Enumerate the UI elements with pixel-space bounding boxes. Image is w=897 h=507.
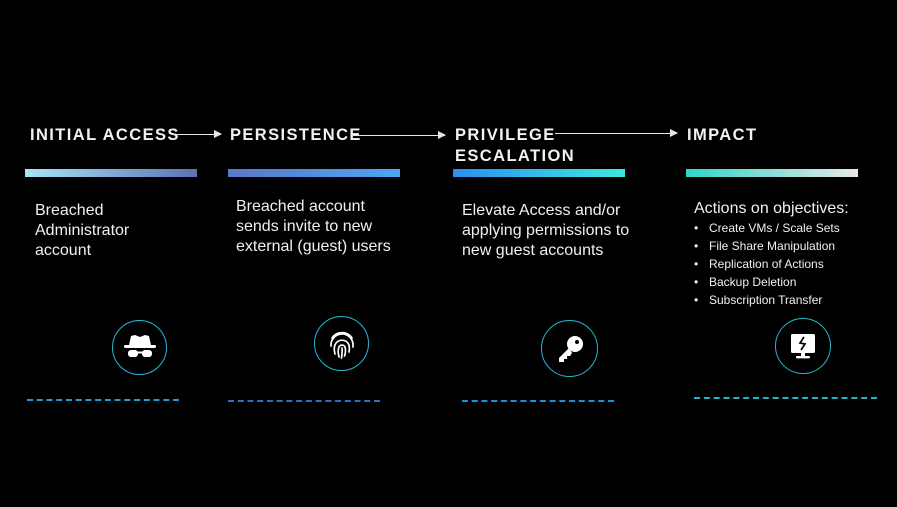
key-icon — [541, 320, 598, 377]
stage-description-persistence: Breached account sends invite to new ext… — [236, 198, 391, 255]
stage-title-line-1: PRIVILEGE — [455, 126, 556, 144]
impact-bullet-list: Create VMs / Scale Sets File Share Manip… — [694, 219, 840, 309]
dashed-divider — [694, 397, 877, 399]
list-item: Subscription Transfer — [694, 291, 840, 309]
stage-bar-impact — [686, 169, 858, 177]
stage-bar-persistence — [228, 169, 400, 177]
stage-title-privilege-escalation: PRIVILEGE ESCALATION — [455, 125, 575, 167]
monitor-broken-icon — [775, 318, 831, 374]
stage-description-impact: Actions on objectives: — [694, 200, 849, 217]
arrow-connector — [173, 130, 222, 138]
list-item: Backup Deletion — [694, 273, 840, 291]
arrow-connector — [353, 131, 446, 139]
arrow-connector — [555, 129, 678, 137]
stage-title-persistence: PERSISTENCE — [230, 126, 362, 144]
list-item: Replication of Actions — [694, 255, 840, 273]
stage-bar-initial-access — [25, 169, 197, 177]
dashed-divider — [462, 400, 614, 402]
dashed-divider — [228, 400, 380, 402]
list-item: Create VMs / Scale Sets — [694, 219, 840, 237]
stage-bar-privilege-escalation — [453, 169, 625, 177]
spy-hat-glasses-icon — [112, 320, 167, 375]
stage-description-privilege-escalation: Elevate Access and/or applying permissio… — [462, 202, 630, 259]
dashed-divider — [27, 399, 179, 401]
stage-title-line-2: ESCALATION — [455, 147, 576, 165]
fingerprint-icon — [314, 316, 369, 371]
stage-title-impact: IMPACT — [687, 126, 758, 144]
stage-title-initial-access: INITIAL ACCESS — [30, 126, 180, 144]
list-item: File Share Manipulation — [694, 237, 840, 255]
stage-description-initial-access: Breached Administrator account — [35, 202, 130, 259]
